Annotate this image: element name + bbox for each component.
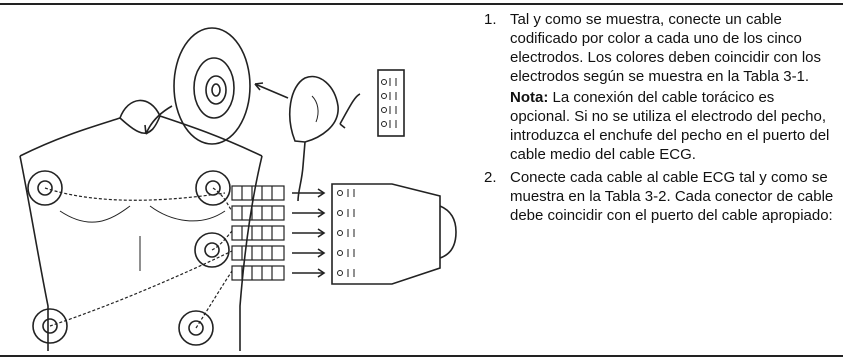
torso-right-side bbox=[239, 155, 263, 351]
instructions-panel: 1. Tal y como se muestra, conecte un cab… bbox=[478, 10, 838, 225]
torso-left-side bbox=[19, 155, 49, 351]
connector-arrows bbox=[292, 188, 326, 278]
lead-wire-1 bbox=[44, 187, 226, 201]
step-number: 2. bbox=[484, 169, 497, 186]
note-label: Nota: bbox=[510, 89, 549, 106]
lead-label-card bbox=[377, 69, 405, 137]
ecg-trunk-cable bbox=[331, 183, 457, 285]
note-paragraph: Nota: La conexión del cable torácico es … bbox=[478, 88, 838, 164]
ecg-lead-connection-figure bbox=[19, 27, 457, 351]
arrow-disc-to-torso bbox=[145, 105, 173, 135]
step-number: 1. bbox=[484, 11, 497, 28]
lead-connectors bbox=[231, 185, 285, 281]
arrow-clip-up bbox=[339, 93, 361, 125]
lead-wire-2 bbox=[212, 187, 233, 212]
step-text: Tal y como se muestra, conecte un cable … bbox=[510, 11, 822, 85]
lead-wire-4 bbox=[49, 250, 233, 327]
instruction-step-2: 2. Conecte cada cable al cable ECG tal y… bbox=[478, 168, 838, 225]
bottom-rule bbox=[0, 355, 843, 357]
electrode-ra bbox=[27, 170, 63, 206]
lead-wire-5 bbox=[195, 270, 233, 329]
neck bbox=[119, 99, 161, 119]
electrode-chest bbox=[194, 232, 230, 268]
electrode-rl bbox=[32, 308, 68, 344]
lead-wire-3 bbox=[211, 230, 233, 251]
instruction-step-1: 1. Tal y como se muestra, conecte un cab… bbox=[478, 10, 838, 86]
lead-clip-detail bbox=[289, 75, 339, 202]
note-text: La conexión del cable torácico es opcion… bbox=[510, 89, 830, 163]
electrode-detail-disc bbox=[173, 27, 251, 145]
electrode-ll bbox=[178, 310, 214, 346]
electrode-la bbox=[195, 170, 231, 206]
top-rule bbox=[0, 3, 843, 5]
step-text: Conecte cada cable al cable ECG tal y co… bbox=[510, 169, 834, 224]
arrow-clip-to-disc bbox=[254, 83, 289, 99]
torso-outline bbox=[19, 115, 263, 157]
